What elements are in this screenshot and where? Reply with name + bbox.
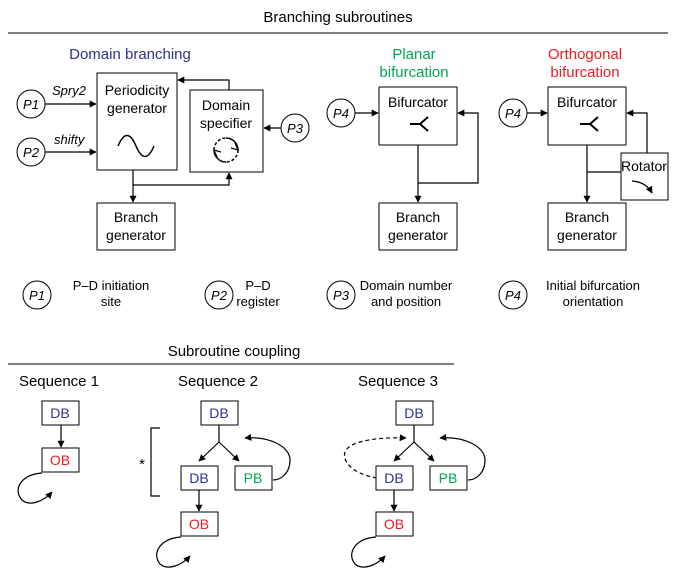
seq3-title: Sequence 3 <box>358 373 438 390</box>
orthogonal-branch-label-2: generator <box>557 227 617 243</box>
p3-node: P3 <box>280 113 310 143</box>
shifty-label: shifty <box>54 132 86 147</box>
seq2-ob-label: OB <box>189 516 209 532</box>
domain-branch-label-1: Branch <box>114 209 158 225</box>
seq3-pb-box <box>429 465 468 491</box>
specifier-label-1: Domain <box>202 97 250 113</box>
seq2-pb-label: PB <box>244 470 263 486</box>
specifier-to-periodicity-arrow <box>177 76 230 90</box>
seq2-db-box <box>180 465 219 491</box>
legend-p3: P3 Domain number and position <box>326 278 453 310</box>
legend-p4-line1: Initial bifurcation <box>546 278 640 293</box>
seq3-db-top-label: DB <box>404 405 423 421</box>
legend-p1: P1 P–D initiation site <box>22 278 150 310</box>
planar-title-2: bifurcation <box>379 64 448 81</box>
planar-bifurcator-label: Bifurcator <box>388 94 448 110</box>
legend-p2-symbol: P2 <box>211 288 228 303</box>
planar-p4-label: P4 <box>333 106 349 121</box>
seq2-left-branch-arrow <box>198 441 220 462</box>
planar-p4-node: P4 <box>326 98 356 128</box>
legend-p1-line2: site <box>101 294 121 309</box>
orthogonal-title-2: bifurcation <box>550 64 619 81</box>
orthogonal-title-1: Orthogonal <box>548 46 622 63</box>
seq2-db-top-label: DB <box>209 405 228 421</box>
seq3-right-branch-arrow <box>413 441 435 462</box>
legend-p4: P4 Initial bifurcation orientation <box>498 278 640 310</box>
seq1-db-box <box>41 400 80 426</box>
seq3-ob-box <box>375 511 414 537</box>
p1-node: P1 <box>16 89 46 119</box>
seq2-db-top-box <box>200 400 239 426</box>
seq3-left-branch-arrow <box>393 441 415 462</box>
planar-branch-label-1: Branch <box>396 209 440 225</box>
section-title-branching: Branching subroutines <box>263 9 412 26</box>
domain-branch-label-2: generator <box>106 227 166 243</box>
p1-label: P1 <box>23 97 39 112</box>
planar-branch-label-2: generator <box>388 227 448 243</box>
legend-p2: P2 P–D register <box>204 278 280 310</box>
seq2-db-label: DB <box>189 470 208 486</box>
periodicity-label-2: generator <box>107 100 167 116</box>
planar-title-1: Planar <box>392 46 435 63</box>
rotator-label: Rotator <box>621 158 667 174</box>
seq2-ob-box <box>180 511 219 537</box>
planar-feedback-arrow <box>418 109 479 184</box>
legend-p1-symbol: P1 <box>29 288 45 303</box>
rotator-box <box>620 152 669 201</box>
seq2-right-branch-arrow <box>218 441 240 462</box>
orthogonal-p4-node: P4 <box>498 98 528 128</box>
domain-branching-title: Domain branching <box>69 46 191 63</box>
seq2-pb-box <box>234 465 273 491</box>
seq3-ob-label: OB <box>384 516 404 532</box>
periodicity-label-1: Periodicity <box>105 82 170 98</box>
legend-p2-line1: P–D <box>245 278 270 293</box>
orthogonal-p4-label: P4 <box>505 106 521 121</box>
domain-branch-generator-box <box>96 202 176 251</box>
p2-node: P2 <box>16 137 46 167</box>
periodicity-generator-box <box>96 72 178 171</box>
seq2-pb-loop-arrow <box>244 433 291 481</box>
seq3-pb-loop-arrow <box>439 433 486 481</box>
legend-p3-line2: and position <box>371 294 441 309</box>
legend-p4-symbol: P4 <box>505 288 521 303</box>
section-title-coupling: Subroutine coupling <box>168 343 301 360</box>
seq1-ob-loop-arrow <box>17 472 53 504</box>
seq2-title: Sequence 2 <box>178 373 258 390</box>
rotator-feedback-arrow <box>626 109 648 153</box>
legend-p3-line1: Domain number <box>360 278 453 293</box>
p3-label: P3 <box>287 121 304 136</box>
domain-specifier-box <box>189 89 264 173</box>
orthogonal-branch-generator-box <box>547 202 627 251</box>
seq1-ob-label: OB <box>50 452 70 468</box>
legend-p4-line2: orientation <box>563 294 624 309</box>
seq2-ob-loop-arrow <box>156 536 191 568</box>
seq3-ob-loop-arrow <box>351 536 386 568</box>
seq1-title: Sequence 1 <box>19 373 99 390</box>
legend-p1-line1: P–D initiation <box>73 278 150 293</box>
seq3-db-box <box>375 465 414 491</box>
planar-bifurcator-box <box>378 86 458 146</box>
seq3-db-label: DB <box>384 470 403 486</box>
legend-p3-symbol: P3 <box>333 288 350 303</box>
legend-p2-line2: register <box>236 294 280 309</box>
spry2-label: Spry2 <box>52 83 87 98</box>
p2-label: P2 <box>23 145 40 160</box>
seq3-pb-label: PB <box>439 470 458 486</box>
seq2-star: * <box>139 456 145 473</box>
orthogonal-bifurcator-box <box>547 86 627 146</box>
orthogonal-bifurcation-icon <box>580 116 599 132</box>
feedback-to-specifier-arrow <box>133 172 233 186</box>
seq2-bracket <box>150 427 160 497</box>
planar-branch-generator-box <box>378 202 458 251</box>
rotate-icon <box>631 180 653 194</box>
orthogonal-branch-label-1: Branch <box>565 209 609 225</box>
bifurcation-icon <box>410 116 429 132</box>
wave-icon <box>117 134 155 158</box>
seq1-ob-box <box>41 447 80 473</box>
seq1-db-label: DB <box>50 405 69 421</box>
specifier-label-2: specifier <box>200 115 252 131</box>
orthogonal-bifurcator-label: Bifurcator <box>557 94 617 110</box>
cycle-icon <box>212 137 240 163</box>
